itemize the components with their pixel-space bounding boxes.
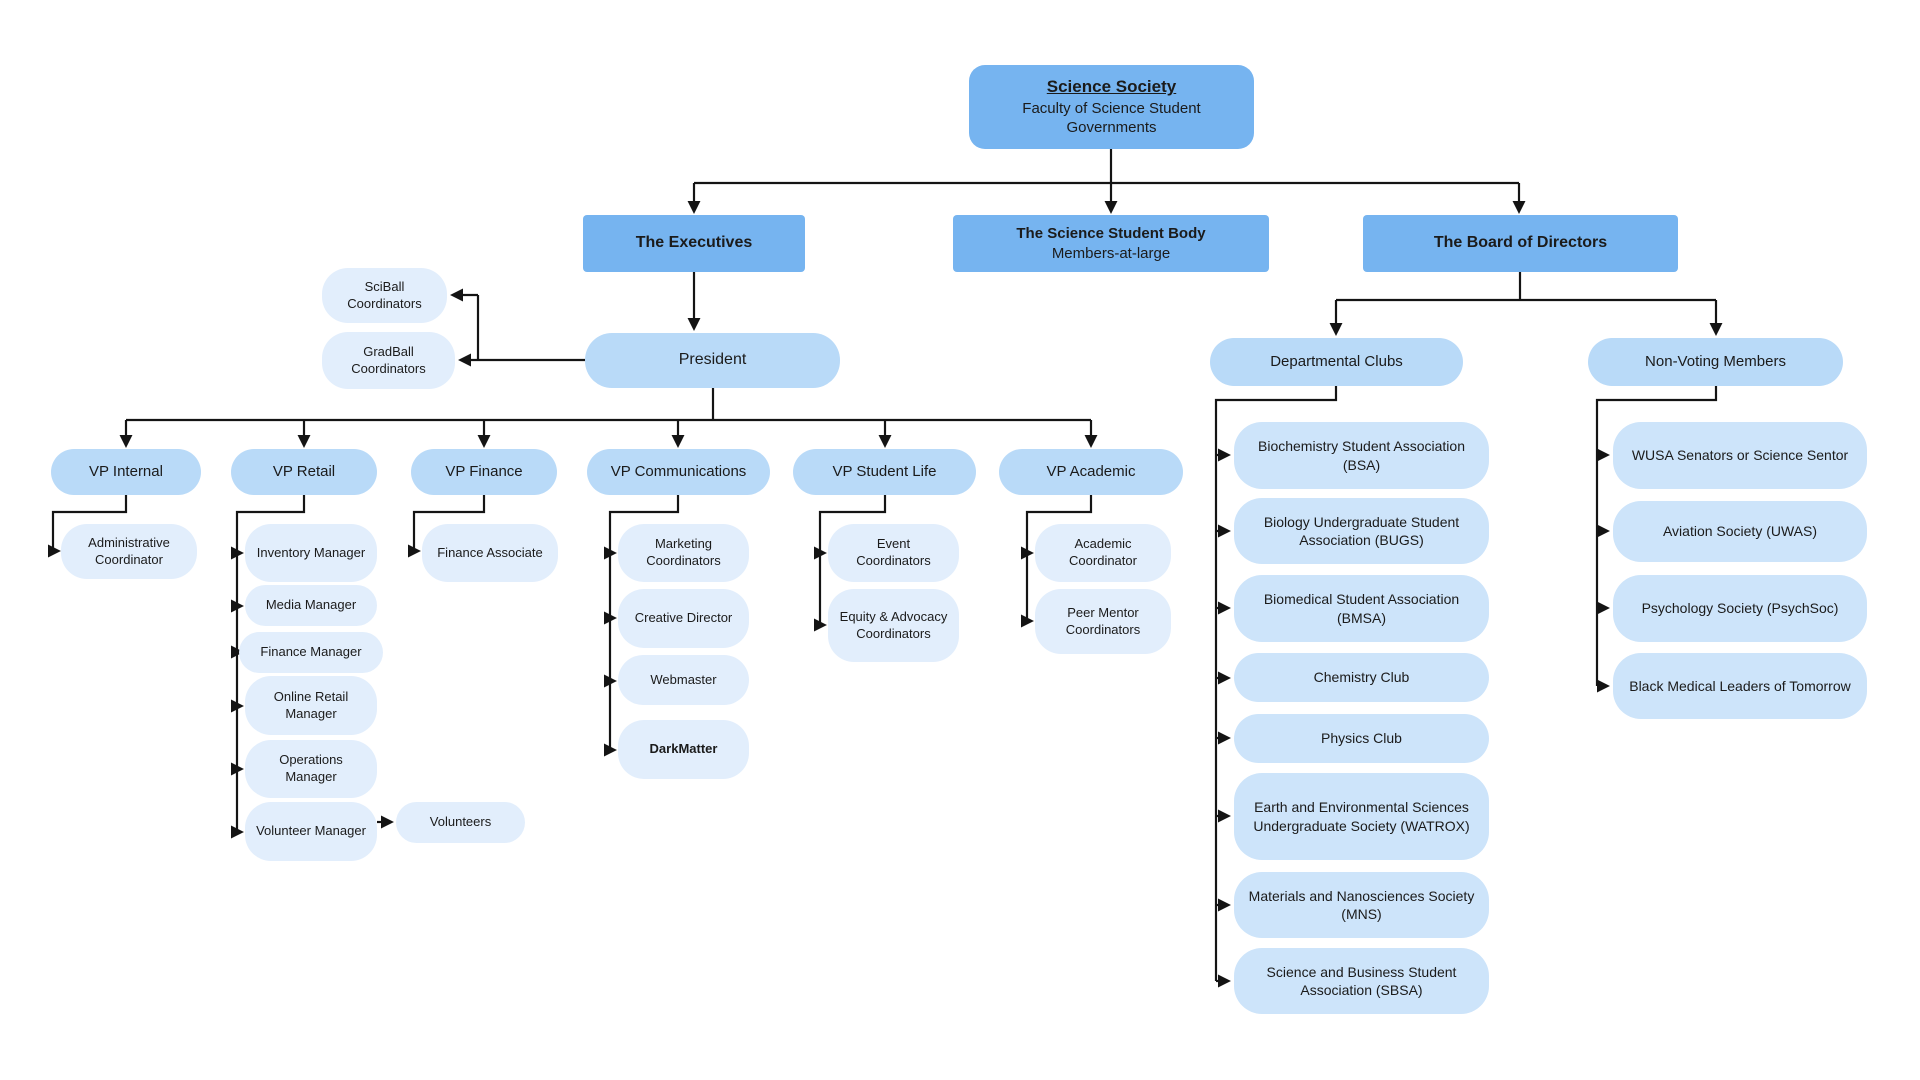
node-the-executives: The Executives [583, 215, 805, 272]
node-sciball-coordinators: SciBall Coordinators [322, 268, 447, 323]
node-biology-bugs: Biology Undergraduate Student Associatio… [1234, 498, 1489, 564]
node-vp-academic: VP Academic [999, 449, 1183, 495]
student-body-title: The Science Student Body [1016, 225, 1206, 242]
node-departmental-clubs: Departmental Clubs [1210, 338, 1463, 386]
node-watrox: Earth and Environmental Sciences Undergr… [1234, 773, 1489, 860]
node-peer-mentor-coordinators: Peer Mentor Coordinators [1035, 589, 1171, 654]
node-volunteers: Volunteers [396, 802, 525, 843]
node-operations-manager: Operations Manager [245, 740, 377, 798]
node-chemistry-club: Chemistry Club [1234, 653, 1489, 702]
node-non-voting-members: Non-Voting Members [1588, 338, 1843, 386]
node-equity-advocacy-coordinators: Equity & Advocacy Coordinators [828, 589, 959, 662]
connector-lines [51, 149, 1718, 981]
node-administrative-coordinator: Administrative Coordinator [61, 524, 197, 579]
node-gradball-coordinators: GradBall Coordinators [322, 332, 455, 389]
node-wusa-senators: WUSA Senators or Science Sentor [1613, 422, 1867, 489]
node-president: President [585, 333, 840, 388]
connector-arrows [47, 183, 1723, 988]
node-vp-student-life: VP Student Life [793, 449, 976, 495]
node-darkmatter: DarkMatter [618, 720, 749, 779]
node-vp-retail: VP Retail [231, 449, 377, 495]
node-biochemistry-bsa: Biochemistry Student Association (BSA) [1234, 422, 1489, 489]
node-webmaster: Webmaster [618, 655, 749, 705]
node-vp-internal: VP Internal [51, 449, 201, 495]
node-finance-manager: Finance Manager [239, 632, 383, 673]
node-media-manager: Media Manager [245, 585, 377, 626]
node-black-medical-leaders: Black Medical Leaders of Tomorrow [1613, 653, 1867, 719]
node-online-retail-manager: Online Retail Manager [245, 676, 377, 735]
node-vp-communications: VP Communications [587, 449, 770, 495]
node-mns: Materials and Nanosciences Society (MNS) [1234, 872, 1489, 938]
node-sbsa: Science and Business Student Association… [1234, 948, 1489, 1014]
node-science-student-body: The Science Student Body Members-at-larg… [953, 215, 1269, 272]
node-science-society-root: Science Society Faculty of Science Stude… [969, 65, 1254, 149]
root-title: Science Society [1046, 77, 1177, 97]
node-aviation-society: Aviation Society (UWAS) [1613, 501, 1867, 562]
node-physics-club: Physics Club [1234, 714, 1489, 763]
student-body-subtitle: Members-at-large [1051, 244, 1171, 262]
node-vp-finance: VP Finance [411, 449, 557, 495]
node-finance-associate: Finance Associate [422, 524, 558, 582]
node-biomedical-bmsa: Biomedical Student Association (BMSA) [1234, 575, 1489, 642]
node-marketing-coordinators: Marketing Coordinators [618, 524, 749, 582]
node-creative-director: Creative Director [618, 589, 749, 648]
node-academic-coordinator: Academic Coordinator [1035, 524, 1171, 582]
node-event-coordinators: Event Coordinators [828, 524, 959, 582]
root-subtitle: Faculty of Science Student Governments [1022, 99, 1201, 137]
node-inventory-manager: Inventory Manager [245, 524, 377, 582]
node-volunteer-manager: Volunteer Manager [245, 802, 377, 861]
node-board-of-directors: The Board of Directors [1363, 215, 1678, 272]
node-psychology-society: Psychology Society (PsychSoc) [1613, 575, 1867, 642]
